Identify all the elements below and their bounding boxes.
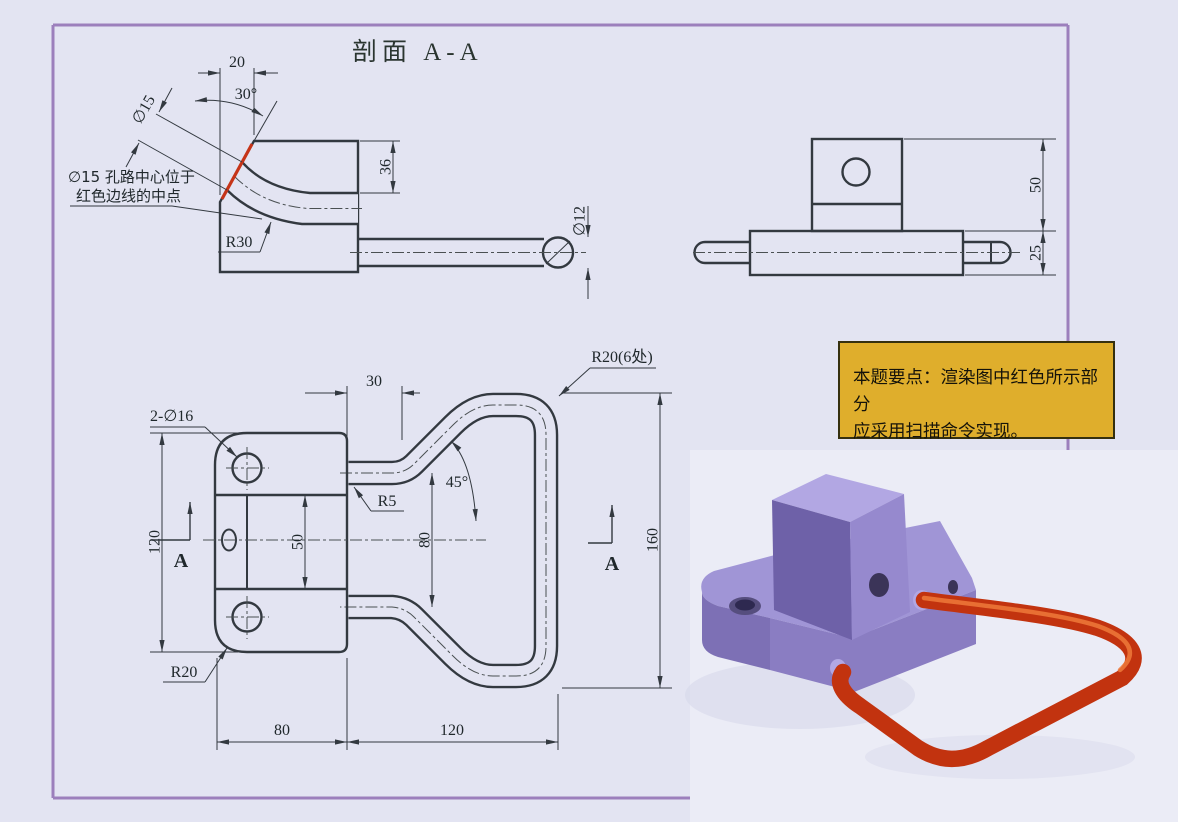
handle-tube-centerline — [340, 404, 547, 677]
section-cut-right — [588, 505, 615, 544]
dim-80-struts: 80 — [417, 532, 434, 548]
section-view: 20 30° ∅15 ∅15 孔路中心位于 红色边线的中点 36 R30 ∅12 — [68, 54, 591, 299]
front-hole-3d — [869, 573, 889, 597]
label-2d16: 2-∅16 — [150, 408, 193, 425]
dim-25-front: 25 — [1028, 245, 1045, 261]
dim-30deg: 30° — [235, 86, 257, 103]
section-label-left: A — [174, 550, 189, 572]
dim-80-bottom: 80 — [274, 722, 290, 739]
plan-view: 30 2-∅16 R20(6处) 45° R5 80 50 120 160 R2… — [147, 348, 672, 750]
base-left-face — [702, 592, 770, 670]
label-r20: R20 — [171, 664, 198, 681]
page-title: 剖面 A-A — [352, 39, 483, 66]
body-outline — [213, 431, 349, 654]
base-right-face — [770, 590, 976, 692]
dim-45deg: 45° — [446, 474, 468, 491]
handle-highlight-3d — [921, 595, 1133, 673]
label-r5: R5 — [378, 493, 397, 510]
hole-note-line1: ∅15 孔路中心位于 — [68, 168, 195, 186]
dim-36: 36 — [378, 159, 395, 175]
upright-right-face — [850, 494, 910, 640]
hole-centerline — [233, 175, 362, 209]
dim-d12: ∅12 — [572, 206, 589, 236]
render-3d — [685, 474, 1142, 779]
note-box-line2: 应采用扫描命令实现。 — [853, 422, 1028, 442]
dim-20: 20 — [229, 54, 245, 71]
note-box: 本题要点：渲染图中红色所示部分 应采用扫描命令实现。 — [838, 341, 1115, 442]
front-hole — [841, 157, 871, 187]
shadow-handle — [865, 735, 1135, 779]
counterbore-hole — [735, 599, 755, 611]
dim-120-left: 120 — [147, 530, 164, 554]
section-label-right: A — [605, 553, 620, 575]
dim-d15: ∅15 — [129, 93, 159, 127]
dim-50-front: 50 — [1028, 177, 1045, 193]
upright-top-face — [772, 474, 904, 522]
dim-50-plan: 50 — [290, 534, 307, 550]
hole-note-line2: 红色边线的中点 — [76, 187, 181, 205]
label-r30: R30 — [226, 234, 253, 251]
front-view: 50 25 — [693, 137, 1056, 277]
dim-30-plan: 30 — [366, 373, 382, 390]
label-r20-6: R20(6处) — [591, 348, 652, 366]
side-hole-3d — [948, 580, 958, 594]
note-box-line1: 本题要点：渲染图中红色所示部分 — [853, 368, 1098, 415]
dim-160: 160 — [645, 528, 662, 552]
dim-120-bottom: 120 — [440, 722, 464, 739]
upright-left-face — [772, 500, 852, 640]
section-cut-left — [152, 502, 193, 541]
